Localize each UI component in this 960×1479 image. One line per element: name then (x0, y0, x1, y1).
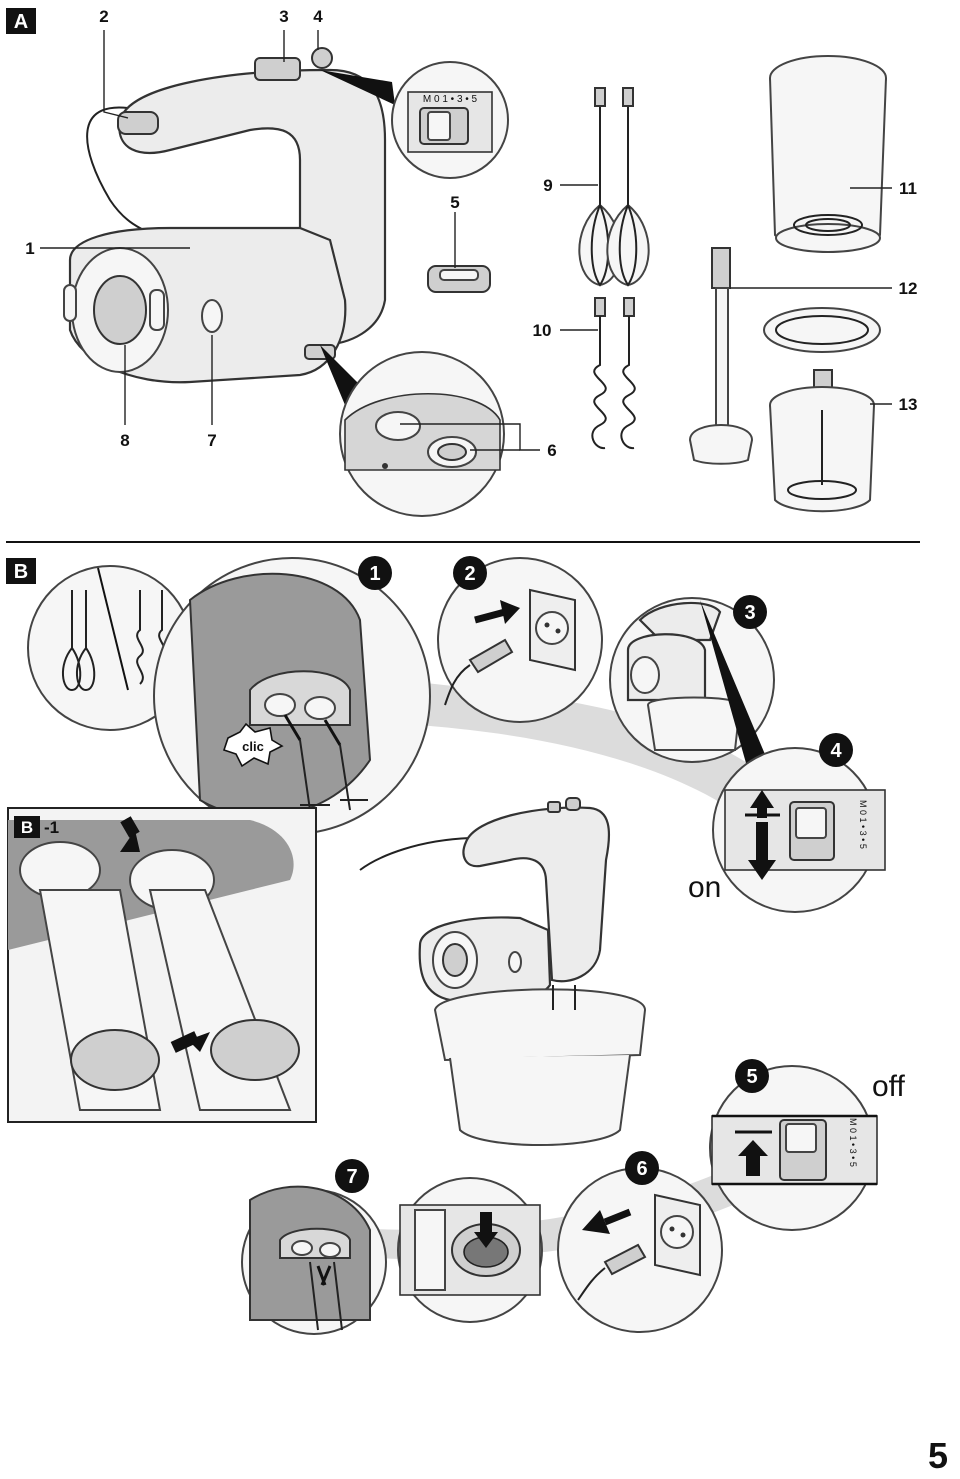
step-badge-7: 7 (335, 1159, 369, 1193)
step-badge-5: 5 (735, 1059, 769, 1093)
part-number-12: 12 (899, 279, 918, 298)
step-1-insert-accessories: clic (153, 557, 431, 835)
step-5-switch-off: M 0 1 • 3 • 5 off (709, 1065, 905, 1231)
part-11-blender-jug (769, 55, 887, 253)
svg-text:M 0 1 • 3 • 5: M 0 1 • 3 • 5 (423, 94, 478, 105)
part-number-8: 8 (120, 431, 129, 450)
section-a-badge: A (6, 8, 36, 34)
part-number-9: 9 (543, 176, 552, 195)
svg-text:clic: clic (242, 739, 264, 754)
step-3-switch-position (609, 597, 780, 795)
step-4-switch-on: M 0 1 • 3 • 5 on (688, 747, 886, 913)
step-6-unplug (557, 1167, 723, 1333)
part-number-6: 6 (547, 441, 556, 460)
part-number-1: 1 (25, 239, 34, 258)
part-13-chopper (763, 307, 881, 513)
hand-mixer-illustration (63, 47, 387, 384)
off-label: off (872, 1070, 905, 1103)
step-badges: 1 2 3 4 5 6 7 (335, 556, 853, 1193)
svg-text:A: A (14, 11, 28, 33)
svg-text:M 0 1 • 3 • 5: M 0 1 • 3 • 5 (858, 800, 868, 849)
part-number-labels: 2 3 4 1 5 6 7 8 9 10 11 12 13 (25, 7, 917, 460)
page-number: 5 (928, 1435, 948, 1474)
step-badge-3: 3 (733, 595, 767, 629)
part-number-13: 13 (899, 395, 918, 414)
eject-button-step (397, 1177, 543, 1323)
beater-sockets-zoom (320, 345, 505, 517)
speed-switch-zoom: M 0 1 • 3 • 5 (320, 61, 509, 179)
part-12-blender-shaft (688, 247, 754, 465)
clic-sound-label: clic (222, 722, 284, 768)
section-b-badge: B (6, 558, 36, 584)
accessory-choice-circle (27, 565, 193, 731)
step-badge-4: 4 (819, 733, 853, 767)
svg-text:2: 2 (464, 563, 475, 585)
part-number-3: 3 (279, 7, 288, 26)
step-badge-6: 6 (625, 1151, 659, 1185)
b1-inset-panel: B -1 (7, 807, 317, 1123)
svg-text:7: 7 (346, 1166, 357, 1188)
leader-lines (40, 30, 892, 451)
part-number-7: 7 (207, 431, 216, 450)
svg-text:B: B (21, 818, 33, 837)
part-5-eject-button (427, 265, 491, 293)
on-label: on (688, 871, 721, 904)
part-number-10: 10 (533, 321, 552, 340)
svg-text:-1: -1 (44, 818, 59, 837)
svg-text:1: 1 (369, 563, 380, 585)
step-7-remove-accessories (241, 1185, 387, 1335)
svg-text:B: B (14, 561, 28, 583)
svg-text:6: 6 (636, 1158, 647, 1180)
part-9-whisks (578, 87, 650, 287)
part-number-2: 2 (99, 7, 108, 26)
b1-badge: B -1 (14, 816, 59, 838)
part-number-11: 11 (899, 179, 917, 198)
part-10-dough-hooks (591, 297, 636, 450)
svg-text:3: 3 (744, 602, 755, 624)
part-number-4: 4 (313, 7, 323, 26)
step-badge-2: 2 (453, 556, 487, 590)
svg-text:5: 5 (746, 1066, 757, 1088)
mixer-on-stand-illustration (359, 797, 647, 1146)
step-badge-1: 1 (358, 556, 392, 590)
step-2-plug-in (437, 557, 603, 723)
part-number-5: 5 (450, 193, 459, 212)
svg-text:M 0 1 • 3 • 5: M 0 1 • 3 • 5 (848, 1118, 858, 1167)
svg-text:4: 4 (830, 740, 842, 762)
